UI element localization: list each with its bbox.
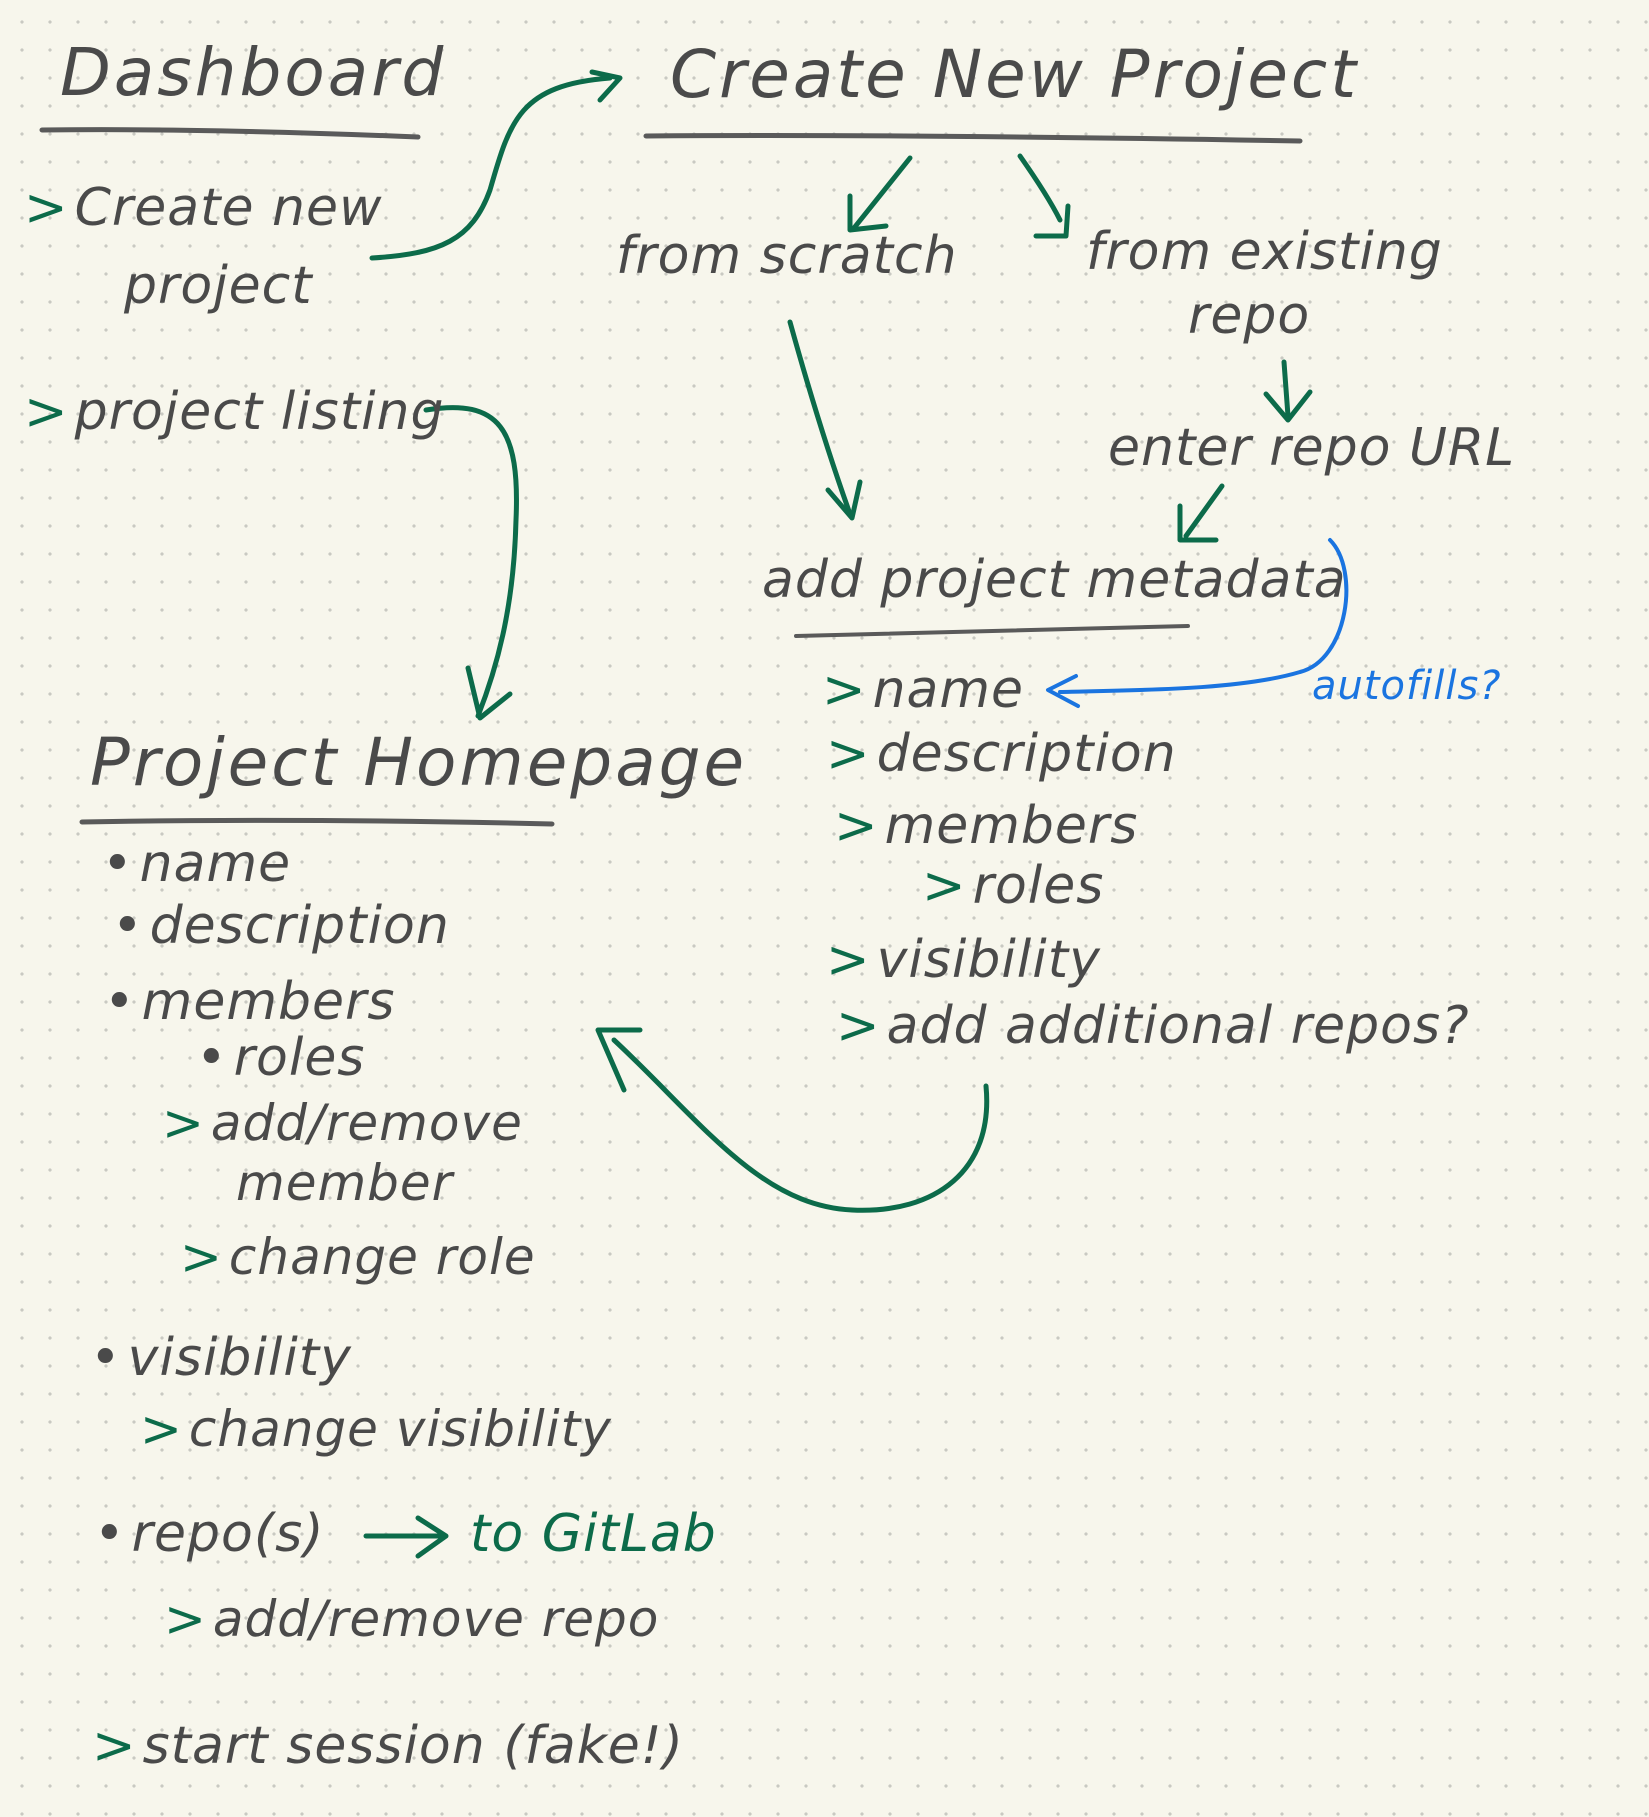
item-marker: > bbox=[826, 930, 871, 990]
option-from-existing[interactable]: from existing bbox=[1086, 222, 1443, 282]
item-marker: > bbox=[822, 660, 867, 720]
link-to-gitlab[interactable]: to GitLab bbox=[470, 1504, 717, 1564]
bullet-icon: • bbox=[104, 972, 136, 1032]
item-label: description bbox=[149, 896, 450, 956]
create-project-underline bbox=[643, 133, 1303, 144]
metadata-item-additional-repos[interactable]: > add additional repos? bbox=[836, 1000, 1470, 1052]
arrowhead-scratch bbox=[847, 193, 889, 233]
metadata-item-members[interactable]: > members bbox=[834, 800, 1138, 852]
item-marker: > bbox=[92, 1716, 137, 1776]
enter-repo-url[interactable]: enter repo URL bbox=[1108, 418, 1516, 478]
item-marker: > bbox=[834, 796, 879, 856]
action-label: add/remove repo bbox=[212, 1590, 660, 1648]
item-marker: > bbox=[164, 1590, 207, 1648]
action-add-remove-member[interactable]: > add/remove bbox=[162, 1098, 523, 1148]
homepage-item-description: • description bbox=[112, 900, 450, 952]
item-marker: > bbox=[922, 856, 967, 916]
item-marker: > bbox=[24, 382, 69, 442]
arrowhead-homepage bbox=[465, 665, 513, 721]
bullet-icon: • bbox=[90, 1328, 122, 1388]
action-add-remove-member-cont[interactable]: member bbox=[236, 1154, 454, 1212]
metadata-title: add project metadata bbox=[762, 550, 1347, 610]
item-label: Create new bbox=[74, 178, 383, 238]
metadata-item-roles[interactable]: > roles bbox=[922, 860, 1104, 912]
arrow-scratch-to-metadata bbox=[787, 319, 853, 517]
item-label: project listing bbox=[74, 382, 445, 442]
item-marker: > bbox=[826, 724, 871, 784]
dashboard-item-listing[interactable]: > project listing bbox=[24, 386, 445, 438]
item-label: roles bbox=[233, 1028, 366, 1088]
bullet-icon: • bbox=[112, 896, 144, 956]
item-label: name bbox=[139, 834, 292, 894]
action-add-remove-repo[interactable]: > add/remove repo bbox=[164, 1594, 659, 1644]
dashboard-title: Dashboard bbox=[60, 34, 447, 111]
action-change-role[interactable]: > change role bbox=[180, 1232, 536, 1282]
create-project-title: Create New Project bbox=[670, 36, 1360, 113]
option-from-existing-cont[interactable]: repo bbox=[1188, 286, 1311, 346]
action-start-session[interactable]: > start session (fake!) bbox=[92, 1720, 684, 1772]
dashboard-underline bbox=[39, 127, 421, 140]
metadata-underline bbox=[794, 624, 1190, 638]
item-label: roles bbox=[972, 856, 1105, 916]
item-marker: > bbox=[180, 1228, 223, 1286]
metadata-item-visibility[interactable]: > visibility bbox=[826, 934, 1101, 986]
arrow-to-scratch bbox=[851, 155, 913, 231]
item-label: description bbox=[876, 724, 1177, 784]
metadata-item-description[interactable]: > description bbox=[826, 728, 1177, 780]
metadata-item-name[interactable]: > name bbox=[822, 664, 1024, 716]
bullet-icon: • bbox=[196, 1028, 228, 1088]
arrowhead-metadata-right bbox=[1177, 503, 1219, 543]
arrow-autofill bbox=[1058, 538, 1349, 694]
homepage-item-roles: • roles bbox=[196, 1032, 365, 1084]
autofill-note: autofills? bbox=[1312, 663, 1502, 709]
item-marker: > bbox=[836, 996, 881, 1056]
item-label: members bbox=[884, 796, 1139, 856]
homepage-item-visibility: • visibility bbox=[90, 1332, 352, 1384]
item-label: members bbox=[141, 972, 396, 1032]
homepage-item-name: • name bbox=[102, 838, 291, 890]
arrowhead-new-project bbox=[589, 69, 623, 103]
arrow-to-existing bbox=[1017, 153, 1063, 223]
item-label: visibility bbox=[127, 1328, 352, 1388]
arrow-listing-to-homepage bbox=[423, 405, 519, 719]
homepage-item-members: • members bbox=[104, 976, 395, 1028]
homepage-title: Project Homepage bbox=[90, 724, 748, 801]
action-label: add/remove bbox=[210, 1094, 523, 1152]
arrow-url-to-metadata bbox=[1183, 483, 1225, 539]
bullet-icon: • bbox=[102, 834, 134, 894]
homepage-underline bbox=[79, 817, 555, 827]
option-from-scratch[interactable]: from scratch bbox=[616, 226, 958, 286]
arrowhead-metadata-left bbox=[825, 479, 863, 521]
action-label: change role bbox=[228, 1228, 536, 1286]
arrowhead-autofill bbox=[1046, 674, 1080, 708]
action-label: change visibility bbox=[188, 1400, 612, 1458]
arrowhead-enter-url bbox=[1263, 389, 1313, 423]
item-marker: > bbox=[140, 1400, 183, 1458]
item-label: visibility bbox=[876, 930, 1101, 990]
action-change-visibility[interactable]: > change visibility bbox=[140, 1404, 612, 1454]
arrow-metadata-to-homepage bbox=[611, 1037, 990, 1213]
dashboard-item-create[interactable]: > Create new bbox=[24, 182, 383, 234]
arrowhead-gitlab bbox=[415, 1515, 449, 1559]
item-label: repo(s) bbox=[131, 1504, 325, 1564]
arrow-create-to-new-project bbox=[369, 75, 613, 261]
arrow-to-enter-url bbox=[1281, 359, 1291, 419]
item-marker: > bbox=[162, 1094, 205, 1152]
item-marker: > bbox=[24, 178, 69, 238]
action-label: start session (fake!) bbox=[142, 1716, 684, 1776]
bullet-icon: • bbox=[94, 1504, 126, 1564]
item-label: add additional repos? bbox=[886, 996, 1470, 1056]
arrowhead-existing bbox=[1033, 203, 1071, 239]
dashboard-item-create-cont[interactable]: project bbox=[124, 256, 313, 316]
item-label: name bbox=[872, 660, 1025, 720]
homepage-item-repos: • repo(s) bbox=[94, 1508, 325, 1560]
arrowhead-back-homepage bbox=[595, 1027, 643, 1093]
